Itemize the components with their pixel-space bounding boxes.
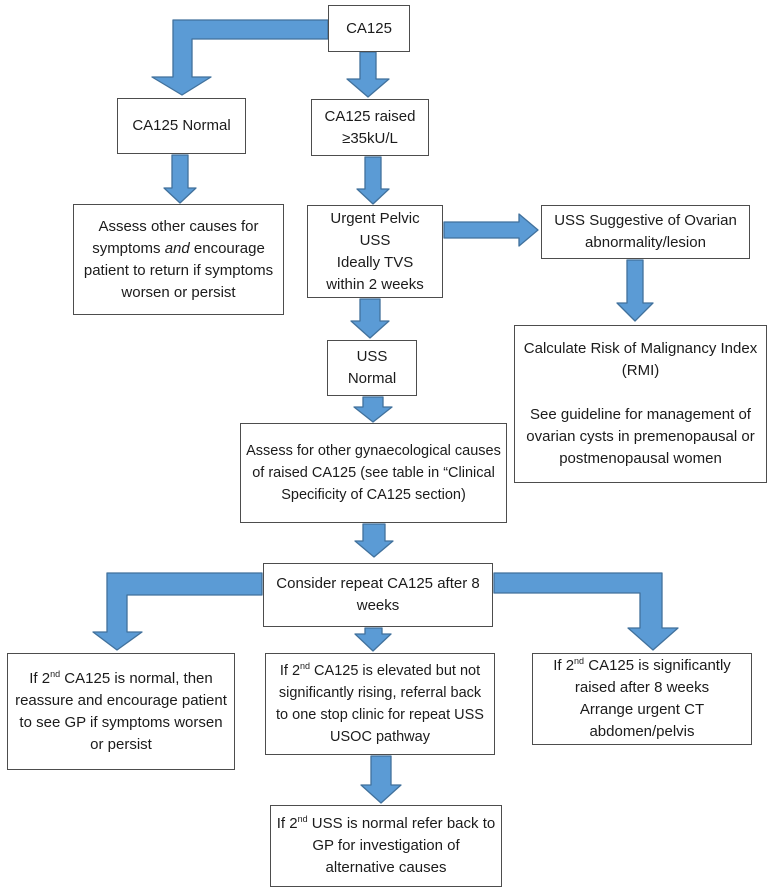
node-ca125-raised-line2: ≥35kU/L	[342, 129, 398, 147]
arrow-urgent-uss-to-uss-normal	[350, 298, 390, 339]
node-ca125: CA125	[328, 5, 410, 52]
node-second-uss-normal: If 2nd USS is normal refer back to GP fo…	[270, 805, 502, 887]
arrow-repeat8-to-second-elevated	[354, 627, 392, 652]
node-uss-suggestive-label: USS Suggestive of Ovarian abnormality/le…	[554, 212, 737, 251]
node-uss-normal: USS Normal	[327, 340, 417, 396]
arrow-repeat8-to-second-normal	[92, 572, 263, 651]
node-ca125-raised: CA125 raised ≥35kU/L	[311, 99, 429, 156]
node-urgent-pelvic-uss-line3: Ideally TVS	[336, 253, 414, 271]
arrow-urgent-uss-to-uss-suggestive	[443, 213, 539, 247]
arrow-normal-to-assess-other	[163, 154, 197, 204]
node-ca125-normal-label: CA125 Normal	[132, 117, 231, 134]
node-second-ca125-elevated-text: If 2nd CA125 is elevated but not signifi…	[276, 661, 484, 745]
arrow-uss-normal-to-gynae	[353, 396, 393, 423]
arrow-gynae-to-repeat8	[354, 523, 394, 558]
node-assess-gynaecological-causes: Assess for other gynaecological causes o…	[240, 423, 507, 523]
node-uss-normal-line1: USS	[356, 348, 388, 365]
node-second-ca125-raised-line2: Arrange urgent CT abdomen/pelvis	[579, 701, 705, 740]
node-assess-other-causes-text: Assess other causes for symptoms and enc…	[83, 217, 274, 301]
node-calculate-rmi: Calculate Risk of Malignancy Index (RMI)…	[514, 325, 767, 483]
node-consider-repeat-ca125-label: Consider repeat CA125 after 8 weeks	[276, 575, 480, 614]
arrow-raised-to-urgent-uss	[356, 156, 390, 205]
node-consider-repeat-ca125: Consider repeat CA125 after 8 weeks	[263, 563, 493, 627]
node-calculate-rmi-para1: Calculate Risk of Malignancy Index (RMI)	[523, 340, 758, 379]
node-urgent-pelvic-uss-line1: Urgent Pelvic	[330, 209, 420, 227]
arrow-ca125-to-normal	[151, 19, 329, 96]
node-assess-gynaecological-causes-label: Assess for other gynaecological causes o…	[246, 443, 501, 503]
arrow-ca125-to-raised	[346, 51, 390, 98]
node-second-uss-normal-text: If 2nd USS is normal refer back to GP fo…	[276, 814, 496, 877]
node-urgent-pelvic-uss-line2: USS	[359, 231, 391, 249]
node-ca125-label: CA125	[346, 19, 392, 37]
node-second-ca125-raised: If 2nd CA125 is significantly raised aft…	[532, 653, 752, 745]
node-second-ca125-normal: If 2nd CA125 is normal, then reassure an…	[7, 653, 235, 770]
node-calculate-rmi-para2: See guideline for management of ovarian …	[526, 406, 755, 467]
node-urgent-pelvic-uss-line4: within 2 weeks	[326, 275, 424, 293]
node-uss-suggestive: USS Suggestive of Ovarian abnormality/le…	[541, 205, 750, 259]
arrow-uss-suggestive-to-rmi	[616, 259, 654, 322]
node-ca125-raised-line1: CA125 raised	[324, 107, 416, 125]
node-ca125-normal: CA125 Normal	[117, 98, 246, 154]
node-urgent-pelvic-uss: Urgent Pelvic USS Ideally TVS within 2 w…	[307, 205, 443, 298]
arrow-second-elevated-to-second-uss	[360, 755, 402, 804]
node-assess-other-causes: Assess other causes for symptoms and enc…	[73, 204, 284, 315]
node-second-ca125-raised-text: If 2nd CA125 is significantly raised aft…	[553, 656, 731, 697]
node-uss-normal-line2: Normal	[347, 370, 397, 387]
arrow-repeat8-to-second-raised	[493, 572, 679, 651]
node-second-ca125-elevated: If 2nd CA125 is elevated but not signifi…	[265, 653, 495, 755]
node-second-ca125-normal-text: If 2nd CA125 is normal, then reassure an…	[15, 668, 227, 753]
